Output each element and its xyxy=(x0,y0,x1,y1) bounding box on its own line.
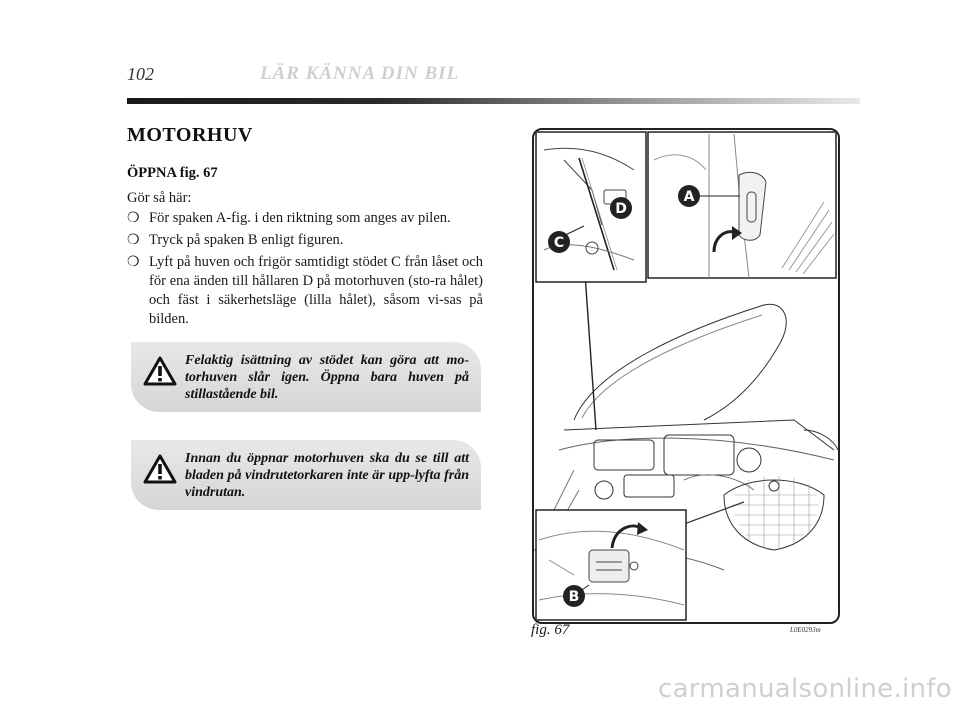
callout-C-icon: C xyxy=(548,231,570,253)
callout-A-icon: A xyxy=(678,185,700,207)
warning-text: Innan du öppnar motorhuven ska du se til… xyxy=(185,451,469,500)
bullet-circle-icon: ❍ xyxy=(127,233,140,248)
page-number: 102 xyxy=(127,64,154,84)
steps-list: ❍ För spaken A-fig. i den riktning som an… xyxy=(127,209,483,332)
intro-text: Gör så här: xyxy=(127,190,192,206)
list-item: ❍ Lyft på huven och frigör samtidigt stöd… xyxy=(127,253,483,329)
step-text: Tryck på spaken B enligt figuren. xyxy=(149,232,344,248)
warning-triangle-icon xyxy=(143,454,177,484)
warning-text: Felaktig isättning av stödet kan göra at… xyxy=(185,353,469,402)
callout-B-icon: B xyxy=(563,585,585,607)
running-title: LÄR KÄNNA DIN BIL xyxy=(260,63,460,84)
callout-B-label: B xyxy=(569,589,580,605)
section-title: MOTORHUV xyxy=(127,124,253,146)
callout-A-label: A xyxy=(684,189,695,205)
figure-hood-illustration: D C A xyxy=(532,128,840,624)
callout-D-icon: D xyxy=(610,197,632,219)
list-item: ❍ Tryck på spaken B enligt figuren. xyxy=(127,231,483,250)
subheading: ÖPPNA fig. 67 xyxy=(127,165,218,181)
step-text: För spaken A-fig. i den riktning som ang… xyxy=(149,210,451,226)
list-item: ❍ För spaken A-fig. i den riktning som an… xyxy=(127,209,483,228)
watermark: carmanualsonline.info xyxy=(657,674,952,704)
callout-C-label: C xyxy=(554,235,564,251)
step-text: Lyft på huven och frigör samtidigt stöde… xyxy=(149,254,483,327)
warning-box: Innan du öppnar motorhuven ska du se til… xyxy=(131,440,481,510)
hood-illustration: D C A xyxy=(534,131,838,621)
warning-triangle-icon xyxy=(143,356,177,386)
figure-code: L0E0293m xyxy=(790,626,821,634)
warning-box: Felaktig isättning av stödet kan göra at… xyxy=(131,342,481,412)
callout-D-label: D xyxy=(615,201,627,217)
bullet-circle-icon: ❍ xyxy=(127,211,140,226)
bullet-circle-icon: ❍ xyxy=(127,255,140,270)
header-rule xyxy=(127,98,860,104)
figure-caption: fig. 67 xyxy=(531,622,570,638)
